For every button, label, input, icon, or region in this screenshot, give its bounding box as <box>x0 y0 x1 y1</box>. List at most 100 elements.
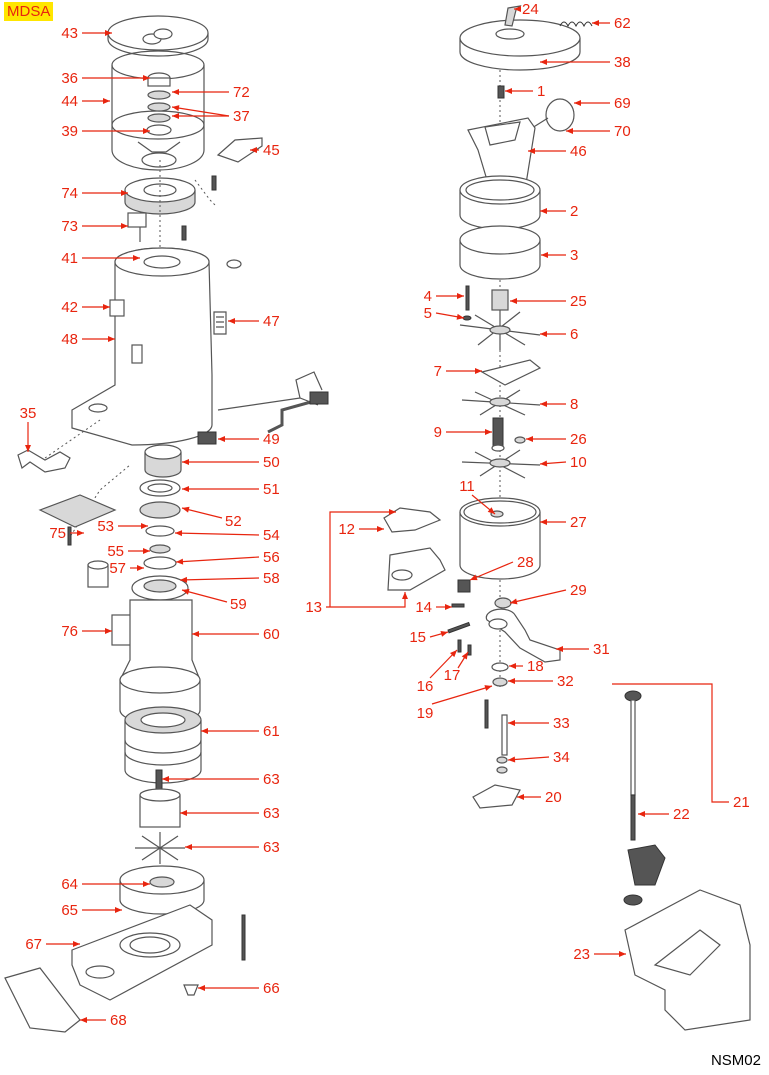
leader-path <box>329 511 396 607</box>
arrowhead <box>105 30 112 36</box>
callout: 22 <box>638 806 690 823</box>
arrowhead <box>77 530 84 536</box>
callout-number: 54 <box>263 527 280 544</box>
callout: 46 <box>528 143 587 160</box>
callout-number: 9 <box>434 424 442 441</box>
part-62-spring <box>559 21 593 28</box>
arrowhead <box>475 368 482 374</box>
arrowhead <box>526 436 533 442</box>
callout: 51 <box>182 481 280 498</box>
callout-number: 26 <box>570 431 587 448</box>
arrowhead <box>389 509 396 515</box>
leader-line <box>70 530 84 536</box>
leader-line <box>82 30 112 36</box>
callout-number: 56 <box>263 549 280 566</box>
arrowhead <box>182 506 190 513</box>
drawing-code: NSM02 <box>710 1052 761 1069</box>
part-1-sensor <box>497 85 505 99</box>
callout-number: 34 <box>553 749 570 766</box>
callout-number: 63 <box>263 771 280 788</box>
callout-number: 6 <box>570 326 578 343</box>
arrowhead <box>143 881 150 887</box>
arrowhead <box>540 331 547 337</box>
arrowhead <box>172 105 180 112</box>
arrowhead <box>25 445 31 452</box>
callout: 60 <box>192 626 280 643</box>
callout: 41 <box>61 250 140 267</box>
leader-line <box>180 810 259 816</box>
callout-number: 1 <box>537 83 545 100</box>
arrowhead <box>250 147 257 153</box>
leader-path <box>171 106 230 117</box>
callout: 27 <box>540 514 587 531</box>
arrowhead <box>457 293 464 299</box>
part-73-switch <box>127 212 147 242</box>
callout: 63 <box>185 839 280 856</box>
arrowhead <box>175 530 183 537</box>
arrowhead <box>461 652 468 660</box>
leader-line <box>528 148 566 154</box>
callout: 47 <box>228 313 280 330</box>
arrowhead <box>592 20 599 26</box>
callout-number: 17 <box>444 667 461 684</box>
callout: 62 <box>592 15 631 32</box>
arrowhead <box>449 650 457 658</box>
arrowhead <box>218 436 225 442</box>
callout: 36 <box>61 70 150 87</box>
leader-line <box>574 100 610 106</box>
callout: 8 <box>540 396 578 413</box>
arrowhead <box>540 59 547 65</box>
arrowhead <box>80 1017 87 1023</box>
callout: 56 <box>175 549 280 566</box>
leader-line <box>82 336 115 342</box>
callout: 23 <box>573 946 626 963</box>
callout-number: 32 <box>557 673 574 690</box>
leader-line <box>171 105 230 117</box>
callout-number: 28 <box>517 554 534 571</box>
leader-line <box>82 128 150 134</box>
part-14-17-screws <box>447 603 472 656</box>
leader-line <box>594 951 626 957</box>
arrowhead <box>508 678 515 684</box>
arrowhead <box>143 548 150 554</box>
callout: 63 <box>180 805 280 822</box>
callout: 50 <box>182 454 280 471</box>
callout: 67 <box>25 936 80 953</box>
callout: 35 <box>20 405 36 452</box>
part-75-board <box>38 494 117 546</box>
callout-number: 21 <box>733 794 750 811</box>
arrowhead <box>182 459 189 465</box>
part-8-star <box>461 389 541 416</box>
part-27-doser-body <box>459 497 541 580</box>
leader-line <box>82 628 112 634</box>
part-7-plate <box>480 359 542 386</box>
arrowhead <box>108 336 115 342</box>
part-35-fork <box>17 449 71 473</box>
leader-line <box>429 649 458 679</box>
callout-number: 22 <box>673 806 690 823</box>
part-28-block <box>457 579 471 593</box>
callout: 7 <box>434 363 482 380</box>
arrowhead <box>540 460 548 467</box>
leader-line <box>638 811 669 817</box>
callout-number: 4 <box>424 288 432 305</box>
callout: 2 <box>540 203 578 220</box>
leader-line <box>185 844 259 850</box>
arrowhead <box>176 558 184 565</box>
arrowhead <box>185 844 192 850</box>
callout-number: 60 <box>263 626 280 643</box>
callout: 4 <box>424 288 464 305</box>
callout-number: 10 <box>570 454 587 471</box>
callout: 29 <box>509 582 587 605</box>
callout: 74 <box>61 185 128 202</box>
leader-path <box>326 592 406 608</box>
callout: 66 <box>198 980 280 997</box>
callout-number: 29 <box>570 582 587 599</box>
arrowhead <box>456 313 464 320</box>
arrowhead <box>541 252 548 258</box>
part-60-motor-housing <box>119 599 201 725</box>
callout: 12 <box>338 521 384 538</box>
arrowhead <box>172 89 179 95</box>
callout-number: 27 <box>570 514 587 531</box>
part-3-ring <box>459 225 541 280</box>
